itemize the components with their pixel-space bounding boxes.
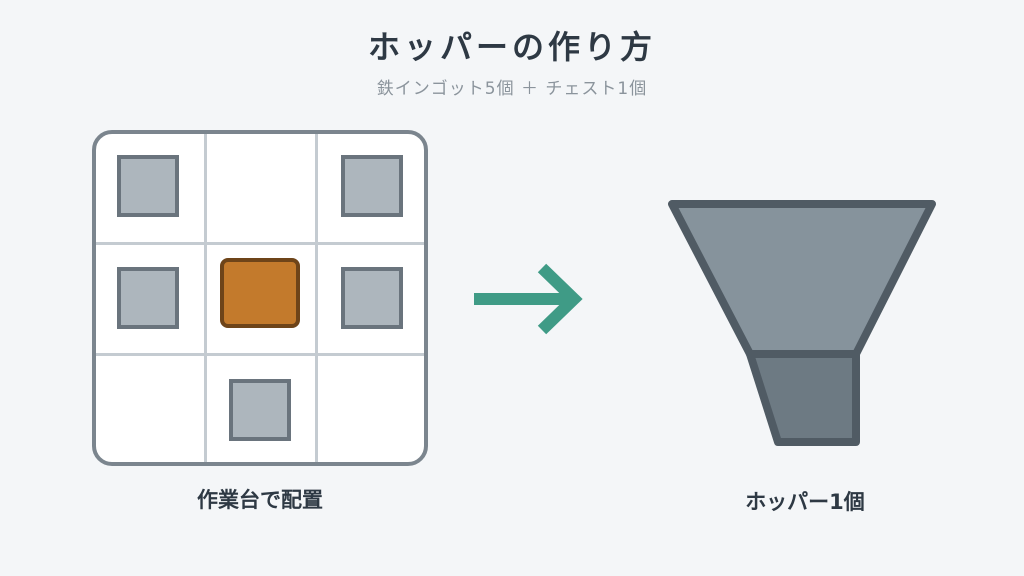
hopper-icon [668,200,936,446]
iron-ingot-slot-top-right [341,155,403,217]
iron-ingot-slot-middle-right [341,267,403,329]
iron-ingot-slot-middle-left [117,267,179,329]
crafting-grid [92,130,428,466]
grid-line [204,134,207,462]
grid-line [96,242,424,245]
iron-ingot-slot-top-left [117,155,179,217]
page-title: ホッパーの作り方 [367,28,656,66]
chest-slot-center [220,258,300,328]
grid-line [96,353,424,356]
page-subtitle: 鉄インゴット5個 ＋ チェスト1個 [376,79,648,99]
right-arrow-icon [474,263,583,335]
grid-line [315,134,318,462]
crafting-caption: 作業台で配置 [197,488,323,512]
iron-ingot-slot-bottom-center [229,379,291,441]
result-caption: ホッパー1個 [745,490,865,514]
